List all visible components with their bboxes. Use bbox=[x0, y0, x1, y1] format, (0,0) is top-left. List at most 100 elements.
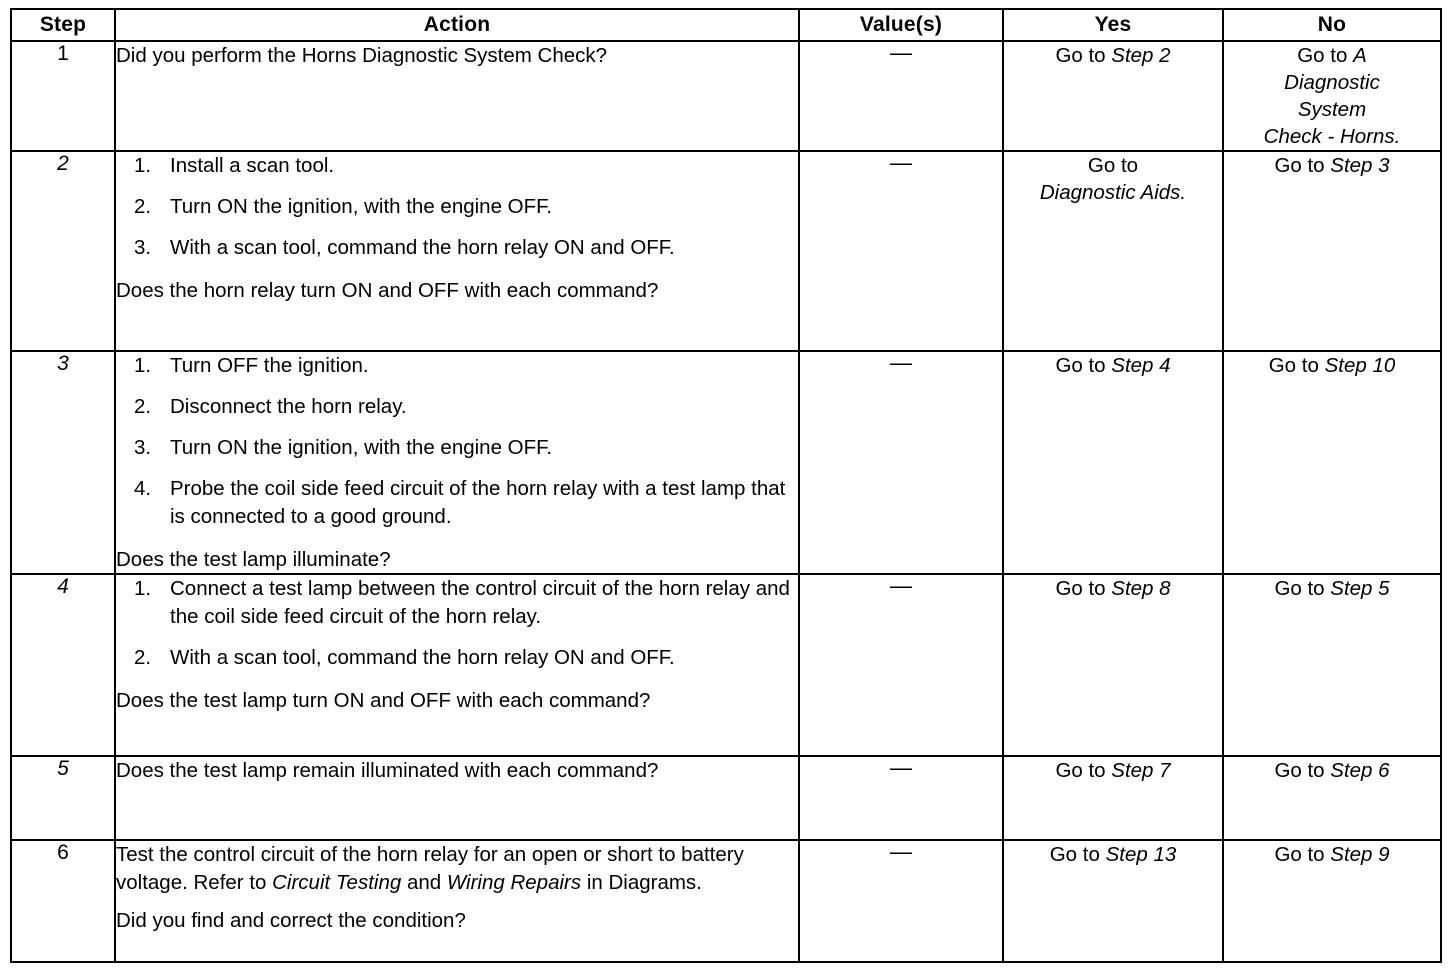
table-row: 4 1. Connect a test lamp between the contr… bbox=[10, 573, 1442, 758]
value-dash: — bbox=[890, 350, 912, 376]
step-number: 1 bbox=[57, 42, 69, 65]
action-cell: 1. Connect a test lamp between the contro… bbox=[114, 573, 800, 758]
action-cell: 1. Install a scan tool. 2.Turn ON the igni… bbox=[114, 150, 800, 353]
step-number: 2 bbox=[57, 152, 69, 176]
no-branch-text: Go to Step 6 bbox=[1274, 759, 1390, 783]
no-branch-text: Go to Step 5 bbox=[1274, 577, 1390, 601]
column-header-yes: Yes bbox=[1002, 8, 1224, 42]
action-step-text: With a scan tool, command the horn relay… bbox=[170, 235, 675, 259]
action-cell: Does the test lamp remain illuminated wi… bbox=[114, 755, 800, 842]
value-cell: — bbox=[798, 350, 1004, 576]
no-branch-cell: Go to Step 5 bbox=[1222, 573, 1442, 758]
table-body: 1 Did you perform the Horns Diagnostic Sy… bbox=[10, 39, 1442, 964]
action-step-list: 1. Connect a test lamp between the contro… bbox=[116, 575, 798, 672]
action-step-item: 2. Disconnect the horn relay. bbox=[116, 393, 798, 421]
action-question: Does the horn relay turn ON and OFF with… bbox=[116, 278, 659, 302]
value-dash: — bbox=[890, 839, 912, 865]
no-branch-cell: Go to Step 3 bbox=[1222, 150, 1442, 353]
table-header: Step Action Value(s) Yes No bbox=[10, 8, 1442, 42]
action-step-number: 3. bbox=[134, 235, 152, 259]
action-question: Does the test lamp remain illuminated wi… bbox=[116, 759, 659, 783]
yes-branch-cell: Go to Step 13 bbox=[1002, 839, 1224, 964]
value-dash: — bbox=[890, 150, 912, 176]
table-row: 5 Does the test lamp remain illuminated w… bbox=[10, 755, 1442, 842]
yes-branch-cell: Go to Step 8 bbox=[1002, 573, 1224, 758]
action-step-item: 1. Turn OFF the ignition. bbox=[116, 352, 798, 380]
yes-branch-text: Go to Step 4 bbox=[1055, 354, 1171, 378]
table-row: 1 Did you perform the Horns Diagnostic Sy… bbox=[10, 39, 1442, 153]
action-statement: Test the control circuit of the horn rel… bbox=[116, 843, 744, 895]
value-dash: — bbox=[890, 755, 912, 781]
no-branch-cell: Go to Step 6 bbox=[1222, 755, 1442, 842]
step-number-cell: 1 bbox=[10, 39, 116, 153]
action-question: Does the test lamp illuminate? bbox=[116, 547, 391, 571]
value-cell: — bbox=[798, 39, 1004, 153]
action-step-item: 2.Turn ON the ignition, with the engine … bbox=[116, 193, 798, 221]
value-dash: — bbox=[890, 40, 912, 65]
action-question: Does the test lamp turn ON and OFF with … bbox=[116, 689, 651, 713]
step-number-cell: 3 bbox=[10, 350, 116, 576]
action-step-number: 1. bbox=[134, 354, 152, 378]
action-step-text: Disconnect the horn relay. bbox=[170, 395, 407, 419]
action-step-number: 1. bbox=[134, 577, 152, 601]
action-step-text: With a scan tool, command the horn relay… bbox=[170, 646, 675, 670]
step-number-cell: 5 bbox=[10, 755, 116, 842]
action-cell: Did you perform the Horns Diagnostic Sys… bbox=[114, 39, 800, 153]
step-number-cell: 6 bbox=[10, 839, 116, 964]
column-header-value: Value(s) bbox=[798, 8, 1004, 42]
value-dash: — bbox=[890, 573, 912, 599]
value-cell: — bbox=[798, 755, 1004, 842]
yes-branch-text: Go to Step 2 bbox=[1055, 44, 1171, 67]
action-step-item: 4. Probe the coil side feed circuit of th… bbox=[116, 475, 798, 531]
table-row: 3 1. Turn OFF the ignition. 2. Disconnect th… bbox=[10, 350, 1442, 576]
action-step-item: 3. Turn ON the ignition, with the engine … bbox=[116, 434, 798, 462]
no-branch-text: Go to Step 10 bbox=[1268, 354, 1396, 378]
value-cell: — bbox=[798, 573, 1004, 758]
action-step-text: Install a scan tool. bbox=[170, 154, 335, 178]
action-step-item: 3. With a scan tool, command the horn rel… bbox=[116, 234, 798, 262]
table-row: 6 Test the control circuit of the horn re… bbox=[10, 839, 1442, 964]
action-cell: Test the control circuit of the horn rel… bbox=[114, 839, 800, 964]
action-step-number: 3. bbox=[134, 435, 152, 459]
no-branch-cell: Go to Step 10 bbox=[1222, 350, 1442, 576]
action-step-number: 1. bbox=[134, 154, 152, 178]
table-row: 2 1. Install a scan tool. 2.Turn ON the ign… bbox=[10, 150, 1442, 353]
step-number: 6 bbox=[57, 841, 69, 865]
value-cell: — bbox=[798, 839, 1004, 964]
action-step-text: Probe the coil side feed circuit of the … bbox=[170, 476, 786, 528]
action-step-text: Connect a test lamp between the control … bbox=[170, 577, 790, 629]
action-question: Did you perform the Horns Diagnostic Sys… bbox=[116, 44, 608, 67]
action-step-item: 1. Connect a test lamp between the contro… bbox=[116, 575, 798, 631]
step-number: 4 bbox=[57, 575, 69, 599]
action-step-number: 2. bbox=[134, 646, 152, 670]
action-cell: 1. Turn OFF the ignition. 2. Disconnect the… bbox=[114, 350, 800, 576]
step-number-cell: 2 bbox=[10, 150, 116, 353]
column-header-step: Step bbox=[10, 8, 116, 42]
value-cell: — bbox=[798, 150, 1004, 353]
action-step-list: 1. Install a scan tool. 2.Turn ON the igni… bbox=[116, 152, 798, 262]
yes-branch-cell: Go to Step 4 bbox=[1002, 350, 1224, 576]
yes-branch-text: Go to Step 13 bbox=[1049, 843, 1177, 867]
step-number: 5 bbox=[57, 757, 69, 781]
action-step-item: 2. With a scan tool, command the horn rel… bbox=[116, 644, 798, 672]
column-header-action: Action bbox=[114, 8, 800, 42]
yes-branch-text: Go to Step 7 bbox=[1055, 759, 1171, 783]
action-step-number: 4. bbox=[134, 476, 152, 500]
diagnostic-procedure-table: Step Action Value(s) Yes No 1 Did you per… bbox=[10, 8, 1442, 964]
action-step-list: 1. Turn OFF the ignition. 2. Disconnect the… bbox=[116, 352, 798, 530]
step-number: 3 bbox=[57, 352, 69, 376]
yes-branch-text: Go to Step 8 bbox=[1055, 577, 1171, 601]
action-question: Did you find and correct the condition? bbox=[116, 909, 466, 933]
action-step-number: 2. bbox=[134, 395, 152, 419]
no-branch-text: Go to Step 9 bbox=[1274, 843, 1390, 867]
action-step-text: Turn ON the ignition, with the engine OF… bbox=[170, 195, 553, 219]
no-branch-text: Go to Step 3 bbox=[1274, 154, 1390, 178]
action-step-text: Turn ON the ignition, with the engine OF… bbox=[170, 435, 553, 459]
no-branch-cell: Go to Step 9 bbox=[1222, 839, 1442, 964]
action-step-text: Turn OFF the ignition. bbox=[170, 354, 369, 378]
